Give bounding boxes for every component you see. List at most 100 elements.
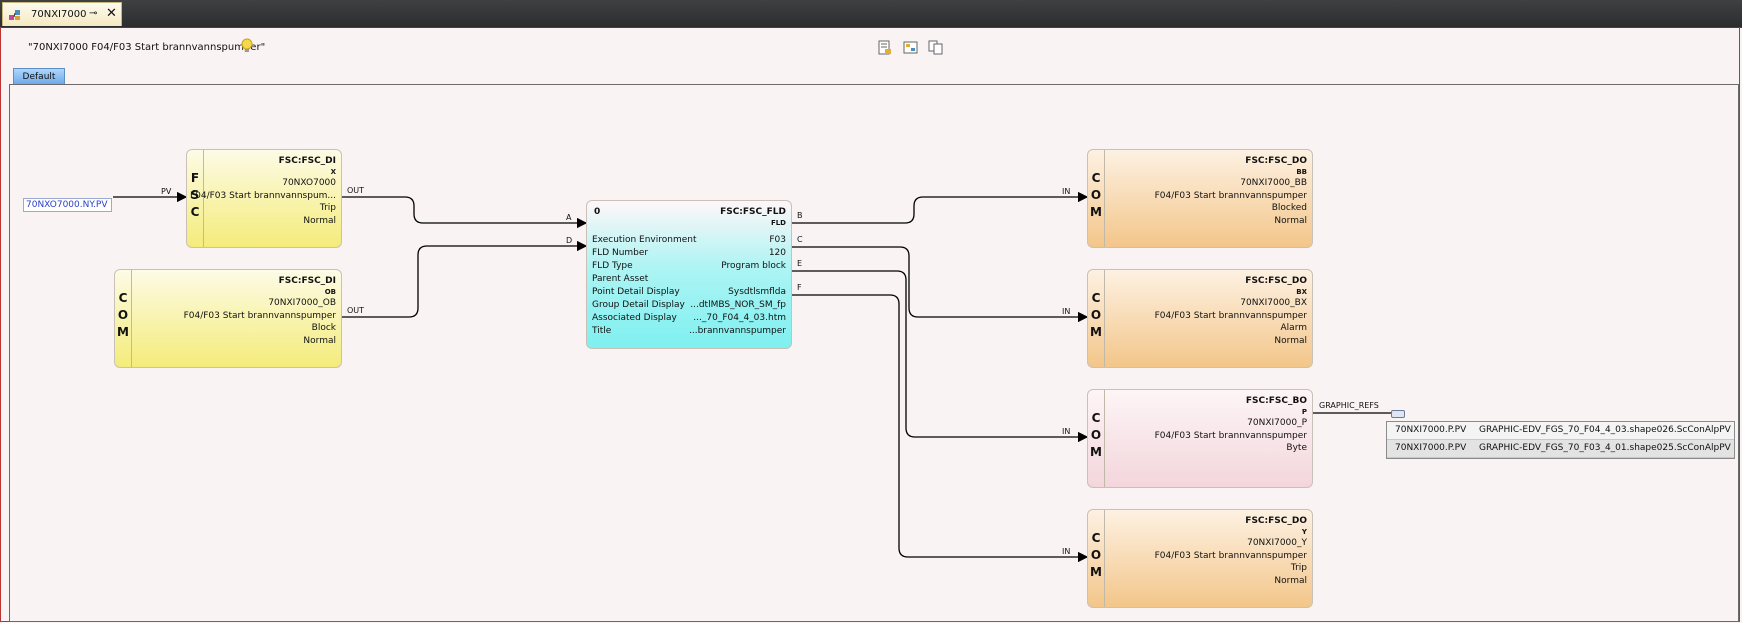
port-label-c: C [797,235,803,244]
port-label-a: A [566,213,572,222]
fld-row-label: Point Detail Display [592,287,680,297]
fld-row: Parent Asset [592,274,786,286]
tree-view-icon[interactable] [903,40,918,55]
graphic-ref-shape: GRAPHIC-EDV_FGS_70_F03_4_01.shape025.ScC… [1479,443,1731,453]
fld-row-label: FLD Type [592,261,633,271]
graphic-ref-row[interactable]: 70NXI7000.P.PV GRAPHIC-EDV_FGS_70_F03_4_… [1387,440,1734,458]
block-fsc-do-y[interactable]: C O M FSC:FSC_DO Y 70NXI7000_Y F04/F03 S… [1087,509,1313,608]
strip-letter: M [1090,205,1102,219]
wire-fld-c-to-do-bx [792,246,1089,323]
block-state: Trip [319,203,336,214]
document-tab-bar: 70NXI7000 ⊸ ✕ [0,0,1742,28]
block-tag: 70NXI7000_BX [1240,297,1307,308]
block-fsc-di-ob[interactable]: C O M FSC:FSC_DI OB 70NXI7000_OB F04/F03… [114,269,342,368]
block-type: FSC:FSC_DO [1245,276,1307,286]
block-index: 0 [594,207,601,217]
port-label-in: IN [1062,187,1071,196]
block-fsc-di-x[interactable]: F S C FSC:FSC_DI X 70NXO7000 F04/F03 Sta… [186,149,342,248]
block-subtype: Y [1301,527,1307,536]
graphic-refs-list: 70NXI7000.P.PV GRAPHIC-EDV_FGS_70_F04_4_… [1386,421,1735,459]
block-status: Normal [303,336,336,347]
module-caption: "70NXI7000 F04/F03 Start brannvannspumpe… [28,42,266,53]
fld-row-value: ..._70_F04_4_03.htm [693,313,786,323]
fld-row-label: Parent Asset [592,274,649,284]
block-strip: C O M [1088,390,1105,487]
wire-fld-e-to-bo-p [792,270,1089,443]
block-type: FSC:FSC_DI [278,156,336,166]
strip-letter: O [1090,548,1102,562]
block-subtype: P [1301,407,1307,416]
port-label-graphic-refs: GRAPHIC_REFS [1319,401,1379,410]
fld-row-value: ...brannvannspumper [689,326,786,336]
graphic-refs-connector[interactable] [1391,410,1405,418]
port-label-f: F [797,283,802,292]
wire-di-x-to-fld-a [342,196,588,229]
block-fsc-do-bx[interactable]: C O M FSC:FSC_DO BX 70NXI7000_BX F04/F03… [1087,269,1313,368]
document-tab[interactable]: 70NXI7000 ⊸ ✕ [2,2,122,26]
port-label-b: B [797,211,803,220]
block-status: Normal [1274,576,1307,587]
block-status: Normal [1274,216,1307,227]
block-state: Byte [1286,443,1307,454]
block-type: FSC:FSC_DI [278,276,336,286]
block-subtype: BX [1296,287,1307,296]
tab-default[interactable]: Default [13,68,65,85]
close-icon[interactable]: ✕ [106,6,117,21]
block-strip: C O M [1088,150,1105,247]
block-tag: 70NXI7000_Y [1247,537,1307,548]
fld-row: Group Detail Display...dtlMBS_NOR_SM_fp [592,300,786,312]
block-state: Block [311,323,336,334]
block-description: F04/F03 Start brannvannspumper [1154,310,1307,321]
wire-fld-f-to-do-y [792,294,1089,563]
strip-letter: C [1091,411,1101,425]
lightbulb-icon[interactable] [240,38,254,54]
port-label-pv: PV [161,187,172,196]
block-strip: C O M [1088,510,1105,607]
fld-row: FLD Type Program block [592,261,786,273]
block-fsc-bo-p[interactable]: C O M FSC:FSC_BO P 70NXI7000_P F04/F03 S… [1087,389,1313,488]
properties-icon[interactable] [877,40,892,55]
fld-row-label: FLD Number [592,248,649,258]
fld-row-value: Program block [721,261,786,271]
strip-letter: C [1091,291,1101,305]
pin-icon[interactable]: ⊸ [89,8,98,19]
fld-row-label: Associated Display [592,313,677,323]
fld-row-value: ...dtlMBS_NOR_SM_fp [690,300,786,310]
port-label-in: IN [1062,427,1071,436]
block-tag: 70NXO7000 [282,177,336,188]
port-label-d: D [566,236,573,245]
block-description: F04/F03 Start brannvannspum... [189,190,336,201]
block-description: F04/F03 Start brannvannspumper [1154,190,1307,201]
block-description: F04/F03 Start brannvannspumper [183,310,336,321]
block-description: F04/F03 Start brannvannspumper [1154,430,1307,441]
strip-letter: C [1091,531,1101,545]
block-type: FSC:FSC_DO [1245,156,1307,166]
wire-di-ob-to-fld-d [342,240,588,318]
block-strip: F S C [187,150,204,247]
graphic-ref-row[interactable]: 70NXI7000.P.PV GRAPHIC-EDV_FGS_70_F04_4_… [1387,422,1734,440]
input-reference-pv[interactable]: 70NXO7000.NY.PV [23,198,112,212]
copy-icon[interactable] [928,40,943,55]
block-type: FSC:FSC_BO [1245,396,1307,406]
strip-letter: O [1090,428,1102,442]
block-tag: 70NXI7000_OB [268,297,336,308]
strip-letter: M [117,325,129,339]
strip-letter: O [1090,188,1102,202]
block-description: F04/F03 Start brannvannspumper [1154,550,1307,561]
strip-letter: S [190,188,200,202]
document-tab-title: 70NXI7000 [31,9,87,20]
strip-letter: C [118,291,128,305]
fld-row-label: Execution Environment [592,235,697,245]
strip-letter: M [1090,445,1102,459]
port-label-in: IN [1062,307,1071,316]
fld-row-value: 120 [768,248,786,258]
block-subtype: BB [1296,167,1307,176]
block-fsc-do-bb[interactable]: C O M FSC:FSC_DO BB 70NXI7000_BB F04/F03… [1087,149,1313,248]
block-state: Blocked [1271,203,1307,214]
strip-letter: C [1091,171,1101,185]
strip-letter: O [1090,308,1102,322]
graphic-ref-point: 70NXI7000.P.PV [1395,425,1467,435]
